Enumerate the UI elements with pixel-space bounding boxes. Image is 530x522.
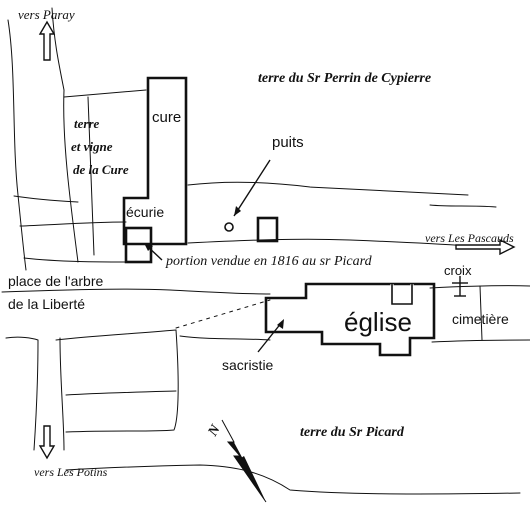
cure-building — [122, 76, 188, 246]
label-eglise: église — [344, 307, 412, 337]
arrow-to-paray-icon — [38, 20, 56, 61]
label-cimetiere: cimetière — [452, 311, 509, 327]
field-line-inner — [87, 96, 95, 256]
field-line-left — [13, 195, 79, 203]
arrow-to-potins-icon — [38, 425, 56, 460]
lower-left-road — [5, 336, 39, 451]
label-terre-vigne-line2: et vigne — [71, 139, 113, 154]
label-cure: cure — [152, 109, 182, 126]
church-east-road-south — [431, 339, 530, 343]
dotted-connector — [175, 299, 271, 329]
label-sacristie: sacristie — [222, 357, 274, 373]
lower-mid-road-1 — [55, 329, 177, 341]
church-east-road-north — [429, 285, 530, 289]
label-vers-potins: vers Les Potins — [34, 465, 108, 479]
eglise-notch-outline — [391, 284, 413, 305]
label-terre-picard: terre du Sr Picard — [300, 425, 404, 440]
label-ecurie: écurie — [126, 204, 165, 220]
sacristie-pointer-arrow — [257, 321, 283, 353]
field-line-top — [63, 89, 147, 98]
lower-east-road — [179, 335, 271, 341]
label-terre-vigne-line3: de la Cure — [73, 162, 129, 177]
label-puits: puits — [272, 134, 304, 151]
puits-well-icon — [224, 222, 234, 232]
lower-road-north-edge — [1, 288, 271, 295]
croix-cross-icon — [452, 276, 468, 297]
road-paray-west-edge — [7, 19, 27, 271]
road-left-south-edge — [23, 257, 127, 263]
portion-vendue-plot — [124, 226, 153, 264]
label-portion-vendue: portion vendue en 1816 au sr Picard — [166, 254, 372, 269]
lower-field-edge — [65, 329, 179, 433]
label-place-line2: de la Liberté — [8, 296, 86, 312]
road-paray-east-edge — [51, 7, 79, 263]
eglise-notch — [390, 284, 414, 306]
label-terre-vigne-line1: terre — [74, 116, 100, 131]
arrow-to-pascauds-icon — [455, 238, 516, 256]
lower-field-mid — [65, 390, 177, 396]
upper-road-mid-line — [429, 204, 497, 208]
puits-pointer-arrow — [233, 159, 271, 217]
lower-mid-road-2 — [59, 337, 65, 451]
label-vers-paray: vers Paray — [18, 7, 75, 22]
label-place-line1: place de l'arbre — [8, 273, 104, 289]
field-line-mid — [19, 221, 127, 227]
small-outbuilding — [256, 216, 279, 243]
upper-road-north-edge — [187, 181, 469, 196]
label-vers-pascauds: vers Les Pascauds — [425, 231, 514, 245]
lower-south-road — [65, 464, 521, 495]
upper-road-south-edge — [187, 238, 469, 247]
eglise-building — [264, 282, 436, 357]
cemetery-line — [479, 285, 483, 341]
label-terre-perrin: terre du Sr Perrin de Cypierre — [258, 71, 432, 86]
label-croix: croix — [444, 263, 472, 278]
